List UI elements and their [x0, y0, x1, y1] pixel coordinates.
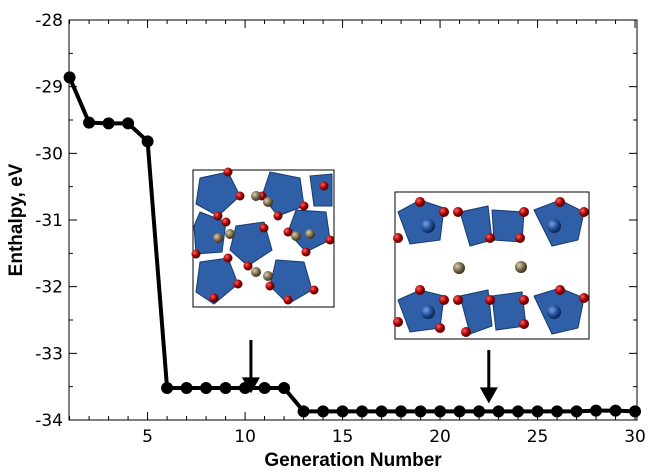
data-point [317, 405, 330, 418]
data-point [161, 382, 174, 394]
y-tick-label: -33 [35, 344, 63, 364]
x-axis-label: Generation Number [264, 450, 442, 471]
y-tick-label: -29 [35, 78, 63, 98]
structure-inset-1 [191, 167, 335, 308]
cation-atoms [453, 261, 527, 274]
data-point [336, 405, 349, 418]
x-tick-label: 15 [332, 427, 354, 447]
x-tick-label: 25 [527, 427, 549, 447]
y-axis-label: Enthalpy, eV [6, 163, 27, 276]
data-point [629, 405, 642, 418]
structure-inset-2 [393, 191, 590, 340]
y-tick-label: -31 [35, 211, 63, 231]
data-point [570, 405, 583, 418]
data-point [356, 405, 369, 418]
y-tick-label: -32 [35, 278, 63, 298]
x-tick-label: 20 [429, 427, 451, 447]
data-point [180, 382, 193, 394]
data-point [473, 405, 486, 418]
data-point [239, 382, 252, 394]
x-tick-label: 5 [142, 427, 153, 447]
data-point [395, 405, 408, 418]
blue-atoms [421, 219, 561, 319]
data-point [609, 404, 622, 417]
y-tick-label: -30 [35, 144, 63, 164]
data-point [492, 405, 505, 418]
data-point [434, 405, 447, 418]
y-tick-label: -28 [35, 11, 63, 31]
tick-labels: 5 10 15 20 25 30 -34 -33 -32 -31 -30 -29 -28 [35, 11, 646, 447]
cation-atoms [213, 191, 315, 281]
data-point [122, 117, 135, 130]
data-point [531, 405, 544, 418]
data-point [512, 405, 525, 418]
data-point [219, 382, 232, 394]
data-point [102, 117, 115, 130]
data-point [141, 135, 154, 148]
y-tick-label: -34 [35, 411, 63, 431]
arrow-head [479, 387, 498, 404]
data-point [414, 405, 427, 418]
x-tick-label: 30 [624, 427, 646, 447]
data-point [453, 405, 466, 418]
data-point [590, 404, 603, 417]
arrow-head [241, 377, 260, 394]
data-point [375, 405, 388, 418]
series-enthalpy [63, 71, 642, 418]
data-point [63, 71, 76, 84]
oxygen-atoms [393, 197, 589, 337]
data-point [551, 405, 564, 418]
x-tick-label: 10 [234, 427, 256, 447]
oxygen-atoms [191, 167, 335, 305]
polyhedra [193, 171, 333, 305]
arrows [241, 340, 498, 404]
polyhedra [397, 199, 585, 335]
data-point [278, 382, 291, 394]
data-point [83, 116, 96, 129]
data-point [200, 382, 213, 394]
data-point [297, 405, 310, 418]
data-point [258, 382, 271, 394]
